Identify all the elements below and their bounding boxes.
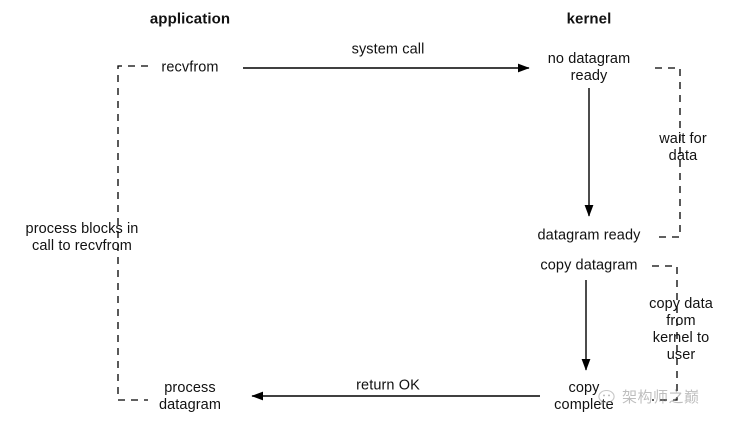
- annotation-process-blocks-in-call-to-recvfrom: process blocks in call to recvfrom: [25, 221, 139, 254]
- arrow-label-system-call: system call: [351, 41, 425, 58]
- arrow-label-return-ok: return OK: [356, 377, 420, 394]
- annotation-wait-for-data: wait for data: [659, 131, 707, 164]
- column-title-kernel: kernel: [566, 10, 612, 28]
- node-recvfrom: recvfrom: [161, 59, 219, 76]
- node-no-datagram-ready: no datagram ready: [547, 51, 631, 84]
- watermark: 架构师之巅: [598, 386, 700, 407]
- watermark-text: 架构师之巅: [622, 388, 700, 406]
- node-copy-datagram: copy datagram: [540, 257, 638, 274]
- bracket-wait-for-data: [655, 67, 681, 238]
- node-datagram-ready: datagram ready: [537, 227, 641, 244]
- column-title-application: application: [149, 10, 231, 28]
- node-copy-complete: copy complete: [554, 380, 614, 413]
- annotation-copy-data-from-kernel-to-user: copy data from kernel to user: [649, 296, 713, 363]
- node-process-datagram: process datagram: [158, 380, 222, 413]
- bracket-process-blocks: [117, 65, 148, 401]
- bracket-copy-data: [652, 265, 678, 401]
- chat-bubble-icon: [598, 389, 617, 405]
